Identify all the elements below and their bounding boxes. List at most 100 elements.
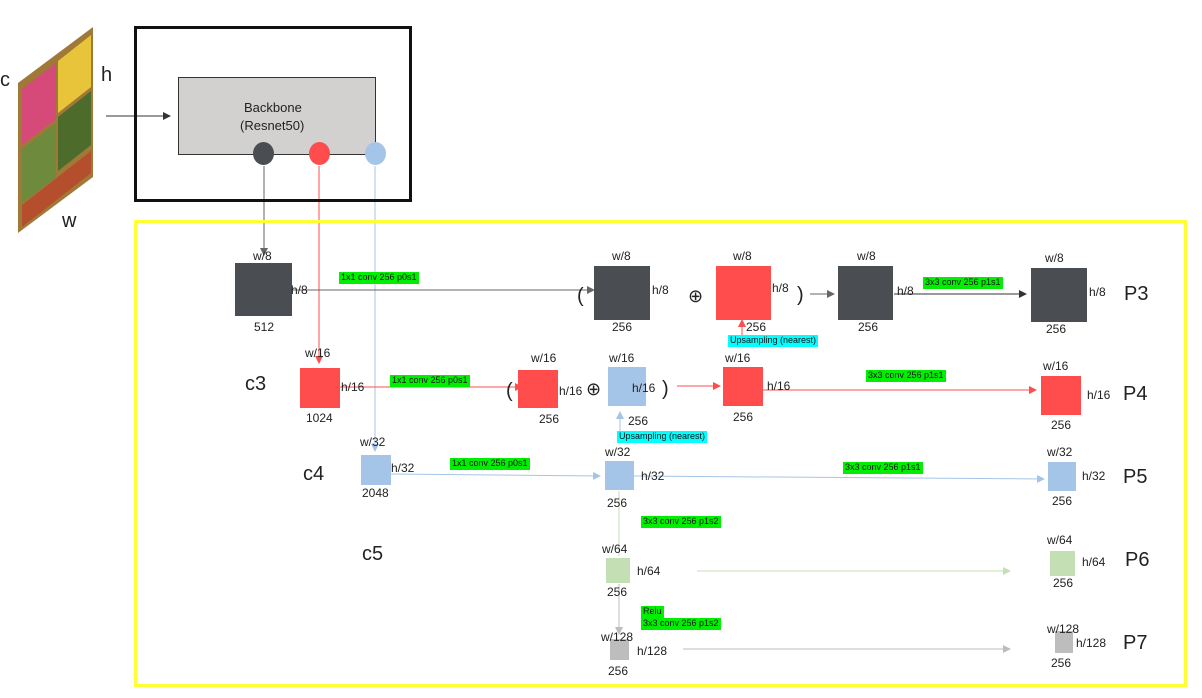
input-w-label: w: [62, 210, 77, 232]
p3-merge-upsampled-h: h/8: [772, 281, 789, 295]
lateral-c5-h: h/32: [391, 461, 415, 475]
p4-sum-ch: 256: [733, 410, 754, 424]
p5-merge-ch: 256: [607, 496, 628, 510]
p4-merge-upsampled-block: [608, 367, 646, 406]
p4-merge-upsampled-h: h/16: [632, 381, 656, 395]
lateral-c4-w: w/16: [305, 346, 331, 360]
output-p7-label: P7: [1123, 632, 1148, 654]
p6-op-tag: 3x3 conv 256 p1s2: [641, 516, 721, 528]
p3-lparen: (: [577, 285, 584, 307]
fpn-frame: [134, 220, 1187, 687]
p3-merge-upsampled-ch: 256: [746, 320, 767, 334]
output-p3-block: [1031, 268, 1087, 322]
p4-upsample-tag: Upsampling (nearest): [617, 431, 708, 443]
output-p3-w: w/8: [1045, 251, 1064, 265]
p3-plus-icon: ⊕: [688, 286, 704, 306]
p3-merge-lateral-w: w/8: [612, 249, 631, 263]
p3-op-tag: 3x3 conv 256 p1s1: [923, 277, 1003, 289]
p3-merge-upsampled-block: [716, 266, 771, 320]
output-p3-label: P3: [1124, 283, 1149, 305]
p7-merge-block: [610, 639, 629, 660]
lateral-c4-op-tag: 1x1 conv 256 p0s1: [390, 375, 470, 387]
p4-sum-w: w/16: [725, 351, 751, 365]
lateral-c5-block: [361, 455, 391, 485]
backbone-output-blue: [365, 142, 386, 165]
lateral-c3-w: w/8: [253, 249, 272, 263]
lateral-c5-op-tag: 1x1 conv 256 p0s1: [450, 458, 530, 470]
output-p7-block: [1055, 631, 1073, 653]
p3-merge-lateral-h: h/8: [652, 283, 669, 297]
output-p6-w: w/64: [1047, 533, 1073, 547]
p7-op-tag: 3x3 conv 256 p1s2: [641, 618, 721, 630]
output-p5-block: [1048, 462, 1076, 491]
p7-merge-h: h/128: [637, 644, 668, 658]
lateral-c3-h: h/8: [291, 283, 308, 297]
p4-op-tag: 3x3 conv 256 p1s1: [866, 370, 946, 382]
lateral-c5-ch: 2048: [362, 486, 389, 500]
output-p7-h: h/128: [1076, 636, 1107, 650]
backbone-subtitle: (Resnet50): [240, 118, 305, 133]
p6-merge-h: h/64: [637, 564, 661, 578]
output-p7-w: w/128: [1047, 622, 1080, 636]
output-p4-ch: 256: [1051, 418, 1072, 432]
output-p5-label: P5: [1123, 466, 1148, 488]
backbone-block: [178, 77, 376, 155]
output-p5-h: h/32: [1082, 469, 1106, 483]
output-p6-h: h/64: [1082, 555, 1106, 569]
p4-sum-h: h/16: [767, 379, 791, 393]
lateral-c5-w: w/32: [360, 435, 386, 449]
output-p4-label: P4: [1123, 383, 1148, 405]
stage-c5-label: c5: [362, 543, 384, 565]
p5-op-tag: 3x3 conv 256 p1s1: [843, 462, 923, 474]
lateral-c3-op-tag: 1x1 conv 256 p0s1: [339, 272, 419, 284]
input-h-label: h: [101, 64, 113, 86]
output-p6-ch: 256: [1053, 576, 1074, 590]
p6-merge-block: [606, 558, 630, 583]
output-p4-h: h/16: [1087, 388, 1111, 402]
p4-merge-lateral-block: [518, 370, 558, 408]
p4-merge-lateral-h: h/16: [559, 384, 583, 398]
input-image: [18, 27, 93, 237]
p4-merge-upsampled-w: w/16: [609, 351, 635, 365]
p5-merge-h: h/32: [641, 469, 665, 483]
p5-merge-w: w/32: [605, 445, 631, 459]
backbone-title: Backbone: [244, 100, 302, 115]
p3-sum-ch: 256: [858, 320, 879, 334]
p3-upsample-tag: Upsampling (nearest): [728, 335, 819, 347]
p3-merge-lateral-ch: 256: [612, 320, 633, 334]
p4-plus-icon: ⊕: [586, 379, 602, 399]
p3-sum-h: h/8: [897, 284, 914, 298]
input-c-label: c: [0, 69, 10, 91]
output-p7-ch: 256: [1051, 656, 1072, 670]
output-p5-w: w/32: [1047, 445, 1073, 459]
backbone-output-red: [309, 142, 330, 165]
lateral-c3-ch: 512: [254, 320, 275, 334]
relu-tag: Relu: [641, 606, 664, 618]
output-p5-ch: 256: [1052, 494, 1073, 508]
backbone-output-dark: [253, 142, 274, 165]
p7-merge-w: w/128: [601, 630, 634, 644]
p6-merge-w: w/64: [602, 542, 628, 556]
p3-rparen: ): [797, 284, 804, 306]
p4-rparen: ): [662, 378, 669, 400]
p5-merge-block: [605, 461, 634, 490]
p6-merge-ch: 256: [607, 585, 628, 599]
stage-c4-label: c4: [303, 463, 325, 485]
lateral-c3-block: [235, 263, 292, 316]
p7-merge-ch: 256: [608, 664, 629, 678]
output-p3-ch: 256: [1046, 322, 1067, 336]
p4-merge-lateral-ch: 256: [539, 412, 560, 426]
lateral-c4-block: [300, 368, 340, 408]
backbone-frame: [134, 26, 412, 202]
output-p4-w: w/16: [1043, 359, 1069, 373]
lateral-c4-ch: 1024: [306, 411, 333, 425]
output-p6-block: [1050, 551, 1075, 576]
output-p3-h: h/8: [1089, 285, 1106, 299]
p4-merge-upsampled-ch: 256: [628, 414, 649, 428]
p4-sum-block: [723, 367, 763, 406]
p4-merge-lateral-w: w/16: [531, 351, 557, 365]
lateral-c4-h: h/16: [341, 380, 365, 394]
p3-sum-block: [838, 266, 893, 320]
p3-sum-w: w/8: [857, 249, 876, 263]
input-image-graphic: [18, 27, 93, 233]
